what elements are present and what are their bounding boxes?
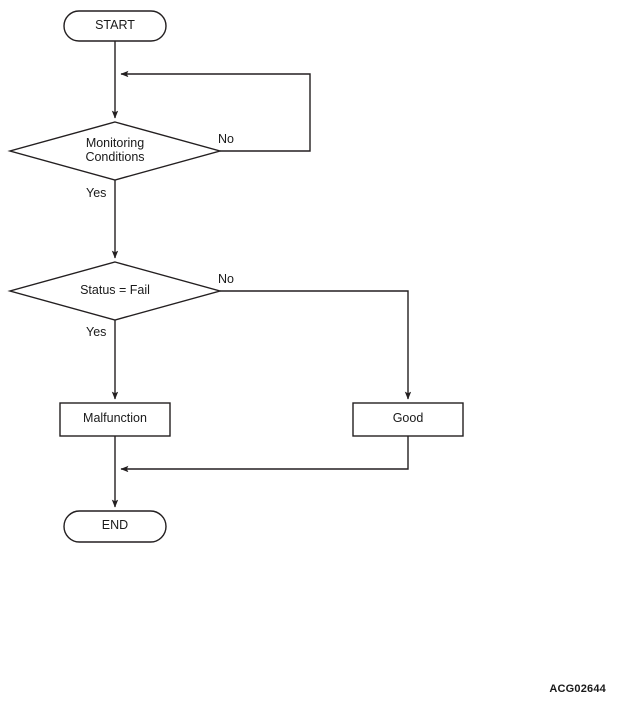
node-good (352, 402, 464, 437)
node-malfunction (59, 402, 171, 437)
node-status-fail (7, 261, 223, 321)
edge-status-no-to-good (220, 290, 412, 400)
node-start (63, 10, 167, 42)
edge-label-status-yes: Yes (86, 325, 107, 339)
edge-label-status-no: No (218, 272, 234, 286)
edge-good-to-merge (120, 436, 409, 473)
figure-code: ACG02644 (549, 683, 606, 695)
edge-label-monitoring-yes: Yes (86, 186, 107, 200)
edge-monitoring-no-loopback (120, 70, 311, 152)
node-monitoring-conditions (7, 121, 223, 181)
edge-label-monitoring-no: No (218, 132, 234, 146)
node-end (63, 510, 167, 543)
